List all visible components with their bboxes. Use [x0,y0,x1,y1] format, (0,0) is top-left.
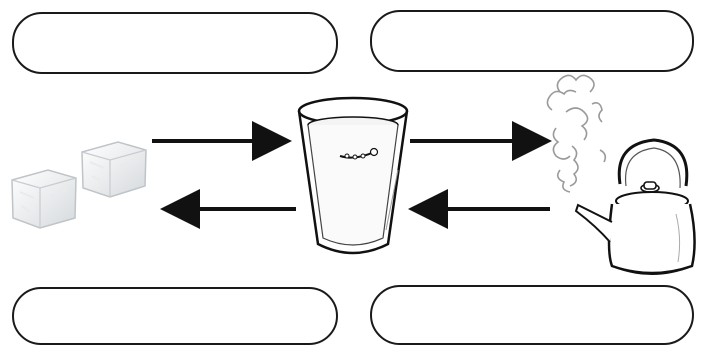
answer-box-bottom-right[interactable] [370,285,694,345]
answer-box-top-left[interactable] [12,12,338,74]
steaming-kettle-icon [546,74,696,275]
answer-box-bottom-left[interactable] [12,287,338,345]
ice-cubes-icon [11,141,147,229]
glass-of-water-icon [297,96,409,255]
steam-icon [546,74,607,193]
answer-box-top-right[interactable] [370,10,694,72]
